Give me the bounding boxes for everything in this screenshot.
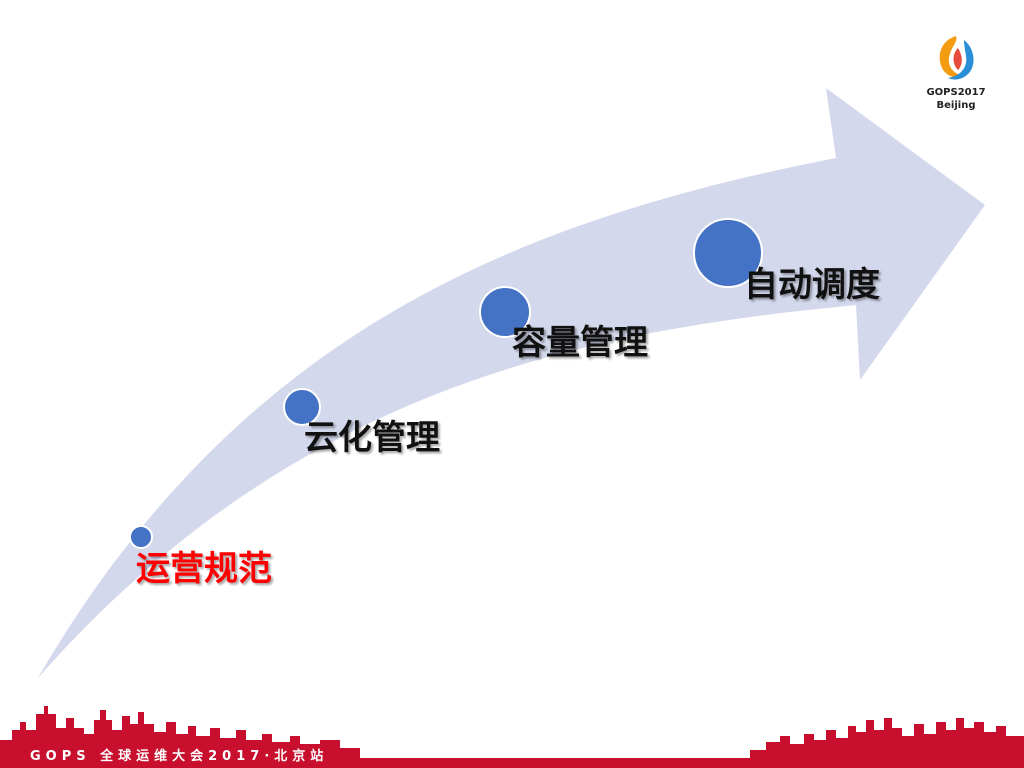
footer-text: GOPS 全球运维大会2017·北京站 — [30, 745, 328, 764]
arrow-shape — [38, 88, 985, 678]
stage-label-2: 云化管理 — [304, 418, 440, 458]
stage-label-3: 容量管理 — [512, 323, 648, 363]
stage-label-4: 自动调度 — [744, 265, 880, 305]
gops-flame-logo-icon — [928, 30, 984, 86]
stage-dot-1 — [130, 526, 152, 548]
logo-line-1: GOPS2017 — [916, 86, 996, 99]
stage-label-1: 运营规范 — [136, 549, 272, 589]
logo-line-2: Beijing — [916, 99, 996, 112]
gops-logo: GOPS2017 Beijing — [916, 30, 996, 130]
